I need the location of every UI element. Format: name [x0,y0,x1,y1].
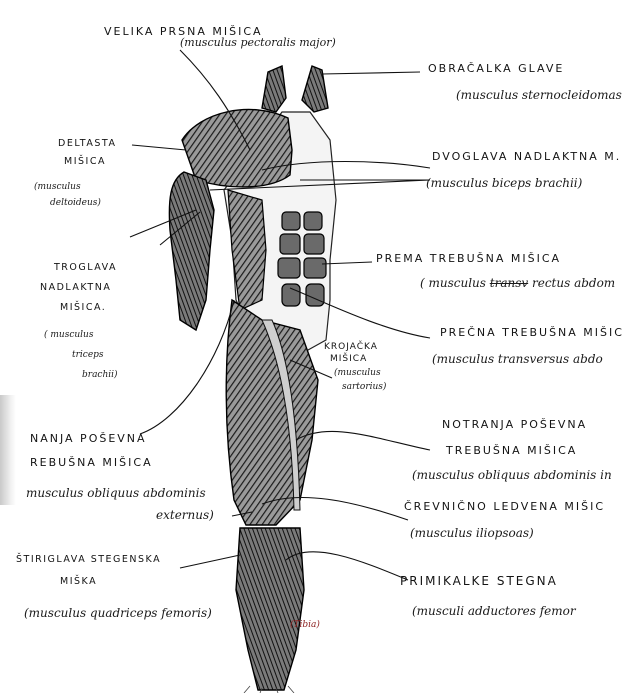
rectus-latin-pre: ( musculus [420,276,486,290]
label-obliquus-externus-name-1: NANJA POŠEVNA [30,432,147,445]
label-obliquus-internus-name-1: NOTRANJA POŠEVNA [442,418,587,431]
label-iliopsoas-latin: (musculus iliopsoas) [410,526,534,540]
label-triceps-name-3: MIŠICA. [60,302,106,313]
label-quadriceps-name-2: MIŠKA [60,576,97,587]
arm-muscles [169,172,214,330]
label-quadriceps-latin: (musculus quadriceps femoris) [24,606,212,620]
artist-signature: (Tibia) [290,620,320,630]
label-quadriceps-name-1: ŠTIRIGLAVA STEGENSKA [16,554,161,565]
label-obliquus-internus-name-2: TREBUŠNA MIŠICA [446,444,577,457]
label-rectus-name: PREMA TREBUŠNA MIŠICA [376,252,561,265]
label-biceps-name: DVOGLAVA NADLAKTNA M. [432,150,621,163]
sternocleidomastoid-muscle [262,66,328,112]
label-triceps-name-1: TROGLAVA [54,262,117,273]
label-triceps-name-2: NADLAKTNA [40,282,111,293]
oblique-muscles [228,190,266,310]
label-obliquus-externus-latin-1: musculus obliquus abdominis [26,486,206,500]
label-adductores-latin: (musculi adductores femor [412,604,576,618]
label-obliquus-externus-latin-2: externus) [156,508,214,522]
label-sartorius-latin-2: sartorius) [342,382,386,392]
label-rectus-latin: ( musculus transv rectus abdom [420,276,615,290]
label-transversus-latin: (musculus transversus abdo [432,352,603,366]
label-transversus-name: PREČNA TREBUŠNA MIŠIC [440,326,624,339]
label-triceps-latin-2: triceps [72,350,104,360]
pectoralis-muscle [182,109,292,186]
rectus-latin-post: rectus abdom [532,276,615,290]
lower-leg-muscles [236,528,304,690]
label-obliquus-internus-latin: (musculus obliquus abdominis in [412,468,612,482]
label-sternocleido-latin: (musculus sternocleidomas [456,88,622,102]
label-triceps-latin-3: brachii) [82,370,118,380]
label-triceps-latin-1: ( musculus [44,330,93,340]
label-sartorius-name-2: MIŠICA [330,354,367,364]
rectus-latin-struck: transv [490,276,528,290]
label-deltoid-name-1: DELTASTA [58,138,116,149]
label-deltoid-latin-2: deltoideus) [50,198,101,208]
label-sternocleido-name: OBRAČALKA GLAVE [428,62,564,75]
label-iliopsoas-name: ČREVNIČNO LEDVENA MIŠIC [404,500,605,513]
label-deltoid-name-2: MIŠICA [64,156,106,167]
label-adductores-name: PRIMIKALKE STEGNA [400,574,558,588]
label-pectoralis-latin: (musculus pectoralis major) [180,36,336,49]
label-deltoid-latin-1: (musculus [34,182,81,192]
label-sartorius-name-1: KROJAČKA [324,342,378,352]
label-sartorius-latin-1: (musculus [334,368,381,378]
label-obliquus-externus-name-2: REBUŠNA MIŠICA [30,456,153,469]
label-biceps-latin: (musculus biceps brachii) [426,176,582,190]
